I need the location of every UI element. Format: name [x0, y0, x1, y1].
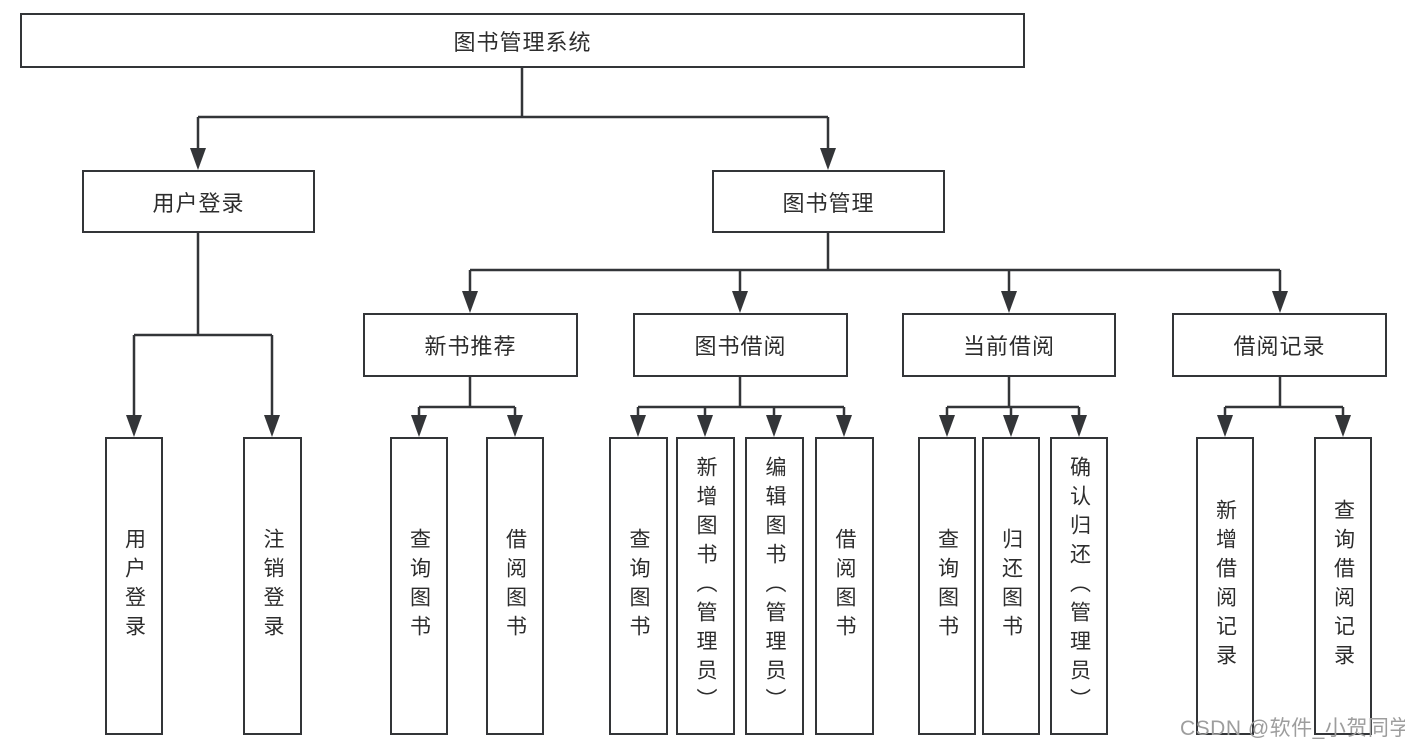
- node-nb-borrow-books-label: 借阅图书: [503, 528, 527, 644]
- node-br-add-record-label: 新增借阅记录: [1213, 499, 1237, 673]
- node-bb-add-books-label: 新增图书（管理员）: [694, 455, 717, 717]
- node-user-login-label: 用户登录: [152, 190, 245, 216]
- node-book-borrow-label: 图书借阅: [694, 334, 787, 359]
- node-bb-borrow-books-label: 借阅图书: [833, 528, 856, 644]
- node-br-query-record: 查询借阅记录: [1314, 437, 1372, 735]
- connector-user-login-children: [126, 233, 280, 437]
- node-new-book-rec-label: 新书推荐: [424, 334, 517, 359]
- node-br-query-record-label: 查询借阅记录: [1331, 499, 1355, 673]
- node-root: 图书管理系统: [20, 13, 1025, 68]
- connector-book-mgmt-children: [462, 233, 1288, 313]
- connector-new-book-rec-children: [411, 377, 523, 437]
- node-bb-query-books: 查询图书: [609, 437, 668, 735]
- connector-current-borrow-children: [939, 377, 1087, 437]
- connector-root-to-level2: [190, 68, 836, 170]
- node-cb-confirm-return-label: 确认归还（管理员）: [1067, 455, 1091, 717]
- node-ul-user-login: 用户登录: [105, 437, 163, 735]
- node-bb-borrow-books: 借阅图书: [815, 437, 874, 735]
- node-current-borrow: 当前借阅: [902, 313, 1116, 377]
- node-ul-logout: 注销登录: [243, 437, 302, 735]
- node-cb-query-books: 查询图书: [918, 437, 976, 735]
- node-bb-query-books-label: 查询图书: [627, 528, 650, 644]
- csdn-watermark: CSDN @软件_小贺同学: [1180, 717, 1405, 740]
- connector-borrow-records-children: [1217, 377, 1351, 437]
- node-bb-add-books: 新增图书（管理员）: [676, 437, 735, 735]
- node-bb-edit-books-label: 编辑图书（管理员）: [763, 455, 786, 717]
- node-borrow-records: 借阅记录: [1172, 313, 1387, 377]
- node-br-add-record: 新增借阅记录: [1196, 437, 1254, 735]
- node-book-mgmt-label: 图书管理: [782, 190, 875, 216]
- node-book-mgmt: 图书管理: [712, 170, 945, 233]
- node-book-borrow: 图书借阅: [633, 313, 848, 377]
- node-cb-confirm-return: 确认归还（管理员）: [1050, 437, 1108, 735]
- node-nb-query-books-label: 查询图书: [407, 528, 431, 644]
- node-ul-user-login-label: 用户登录: [122, 528, 146, 644]
- node-nb-query-books: 查询图书: [390, 437, 448, 735]
- node-new-book-rec: 新书推荐: [363, 313, 578, 377]
- node-ul-logout-label: 注销登录: [261, 528, 284, 644]
- node-user-login: 用户登录: [82, 170, 315, 233]
- node-current-borrow-label: 当前借阅: [962, 334, 1055, 359]
- node-cb-return-books-label: 归还图书: [999, 528, 1023, 644]
- node-cb-return-books: 归还图书: [982, 437, 1040, 735]
- node-borrow-records-label: 借阅记录: [1233, 334, 1326, 359]
- connector-book-borrow-children: [630, 377, 852, 437]
- node-root-label: 图书管理系统: [453, 29, 592, 55]
- node-nb-borrow-books: 借阅图书: [486, 437, 544, 735]
- node-cb-query-books-label: 查询图书: [935, 528, 959, 644]
- node-bb-edit-books: 编辑图书（管理员）: [745, 437, 804, 735]
